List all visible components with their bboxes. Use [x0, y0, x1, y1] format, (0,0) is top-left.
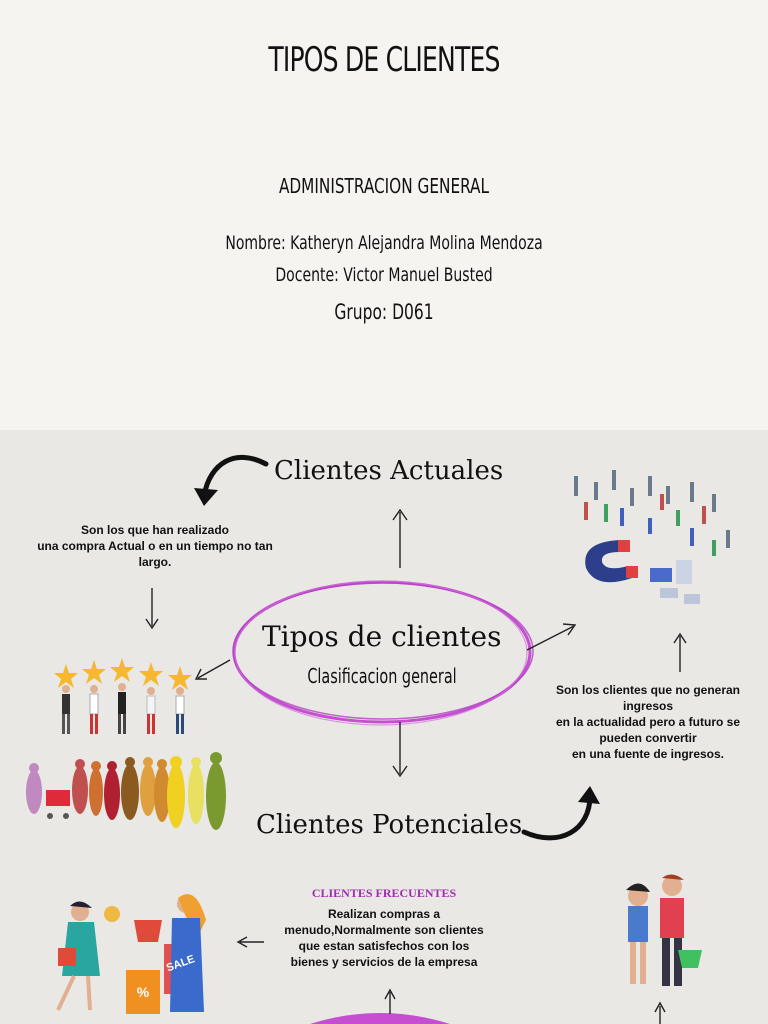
group-label: Grupo: D061 — [334, 300, 434, 324]
frecuentes-desc-line: menudo,Normalmente son clientes — [284, 923, 484, 937]
center-subtitle: Clasificacion general — [307, 664, 457, 688]
bottom-ellipse — [310, 1013, 450, 1024]
clientes-actuales-title: Clientes Actuales — [274, 456, 504, 486]
actuales-desc-line: una compra Actual o en un tiempo no tan — [37, 539, 273, 553]
connector-arrows — [145, 508, 687, 1024]
center-ellipse — [232, 580, 534, 726]
clientes-potenciales-description: Son los clientes que no generan ingresos… — [538, 682, 758, 762]
clientes-potenciales-title: Clientes Potenciales — [256, 810, 523, 840]
people-cheering-illustration — [62, 683, 185, 734]
actuales-desc-line: largo. — [138, 555, 172, 569]
document-title: TIPOS DE CLIENTES — [268, 40, 500, 80]
subject-label: ADMINISTRACION GENERAL — [278, 174, 490, 198]
teacher-name: Docente: Victor Manuel Busted — [275, 264, 493, 286]
clientes-frecuentes-description: Realizan compras a menudo,Normalmente so… — [262, 906, 506, 970]
percent-tag-label: % — [136, 984, 150, 1000]
shopping-couple-illustration — [626, 874, 702, 986]
potenciales-desc-line: en la actualidad pero a futuro se — [555, 715, 741, 729]
curved-arrow-potenciales — [521, 786, 600, 841]
center-title: Tipos de clientes — [262, 620, 502, 653]
frecuentes-desc-line: bienes y servicios de la empresa — [290, 955, 478, 969]
clientes-frecuentes-title: CLIENTES FRECUENTES — [311, 886, 457, 900]
shoppers-crowd-illustration — [26, 752, 226, 830]
curved-arrow-actuales — [194, 454, 269, 506]
rating-stars — [54, 658, 192, 690]
cover-slide — [0, 0, 768, 430]
potenciales-desc-line: en una fuente de ingresos. — [571, 747, 725, 761]
student-name: Nombre: Katheryn Alejandra Molina Mendoz… — [225, 232, 543, 254]
clientes-actuales-description: Son los que han realizado una compra Act… — [20, 522, 290, 570]
frecuentes-desc-line: Realizan compras a — [327, 907, 441, 921]
potenciales-desc-line: pueden convertir — [599, 731, 697, 745]
potenciales-desc-line: ingresos — [622, 699, 673, 713]
magnet-attracting-people-illustration — [574, 470, 730, 604]
shopping-woman-illustration — [56, 894, 206, 1014]
frecuentes-desc-line: que estan satisfechos con los — [298, 939, 470, 953]
potenciales-desc-line: Son los clientes que no generan — [555, 683, 741, 697]
actuales-desc-line: Son los que han realizado — [80, 523, 230, 537]
